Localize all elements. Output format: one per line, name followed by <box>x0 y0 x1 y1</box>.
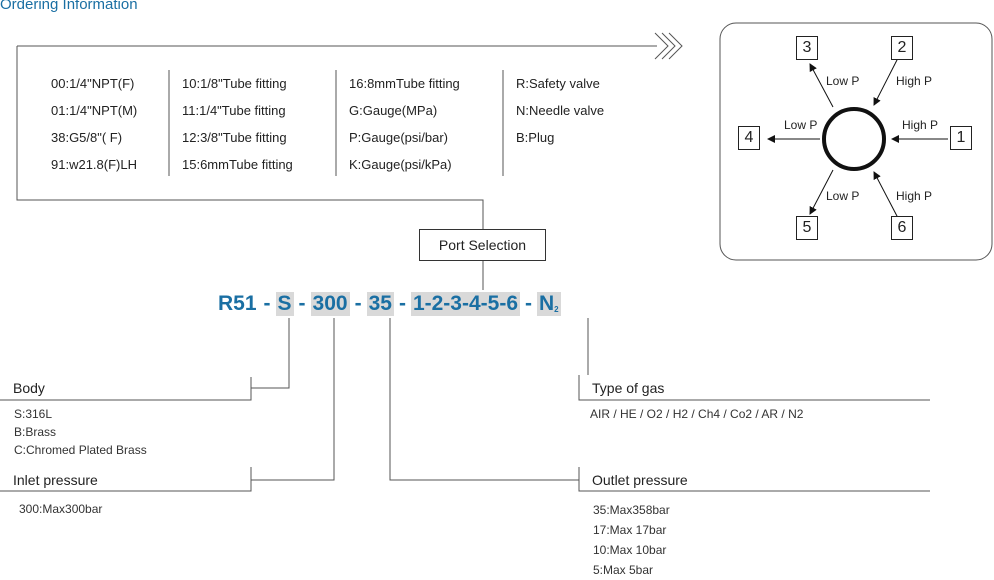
port-2-box: 2 <box>891 36 913 60</box>
code-ports: 1-2-3-4-5-6 <box>410 292 520 316</box>
type-of-gas-label: Type of gas <box>592 380 665 396</box>
port-4-box: 4 <box>738 126 760 150</box>
port-options-col2: 10:1/8"Tube fitting 11:1/4"Tube fitting … <box>182 70 293 178</box>
code-dash: - <box>263 292 271 315</box>
port-selection-box: Port Selection <box>419 229 546 261</box>
port-1-box: 1 <box>950 126 972 150</box>
port-6-label: High P <box>896 189 933 203</box>
port-option: 12:3/8"Tube fitting <box>182 130 287 145</box>
port-5-label: Low P <box>826 189 860 203</box>
gas-option: AIR / HE / O2 / H2 / Ch4 / Co2 / AR / N2 <box>590 407 804 421</box>
port-option: 15:6mmTube fitting <box>182 157 293 172</box>
port-6-box: 6 <box>891 216 913 240</box>
port-4-label: Low P <box>784 118 818 132</box>
port-option: 00:1/4"NPT(F) <box>51 76 135 91</box>
port-option: 01:1/4"NPT(M) <box>51 103 138 118</box>
body-option: C:Chromed Plated Brass <box>14 443 147 457</box>
body-options: S:316L B:Brass C:Chromed Plated Brass <box>14 405 147 459</box>
port-3-label: Low P <box>826 74 860 88</box>
port-1-label: High P <box>902 118 939 132</box>
code-gas: N2 <box>537 292 561 316</box>
code-dash: - <box>398 292 406 315</box>
code-outlet: 35 <box>366 292 394 316</box>
port-5-box: 5 <box>796 216 818 240</box>
port-option: 11:1/4"Tube fitting <box>182 103 286 118</box>
port-option: 91:w21.8(F)LH <box>51 157 137 172</box>
outlet-option: 35:Max358bar <box>593 503 670 517</box>
port-option: N:Needle valve <box>516 103 605 118</box>
code-body: S <box>275 292 294 316</box>
code-gas-letter: N <box>539 292 555 315</box>
port-3-box: 3 <box>796 36 818 60</box>
port-option: 10:1/8"Tube fitting <box>182 76 287 91</box>
port-option: K:Gauge(psi/kPa) <box>349 157 452 172</box>
model-code: R51 - S - 300 - 35 - 1-2-3-4-5-6 - N2 <box>216 291 561 317</box>
code-dash: - <box>298 292 306 315</box>
inlet-pressure-options: 300:Max300bar <box>19 500 102 518</box>
port-option: G:Gauge(MPa) <box>349 103 438 118</box>
port-option: 16:8mmTube fitting <box>349 76 460 91</box>
code-dash: - <box>525 292 532 315</box>
body-label: Body <box>13 380 45 396</box>
inlet-option: 300:Max300bar <box>19 502 103 516</box>
port-option: 38:G5/8"( F) <box>51 130 123 145</box>
port-options-col3: 16:8mmTube fitting G:Gauge(MPa) P:Gauge(… <box>349 70 460 178</box>
code-base: R51 <box>218 292 257 315</box>
outlet-option: 5:Max 5bar <box>593 563 654 577</box>
outlet-option: 10:Max 10bar <box>593 543 667 557</box>
port-option: R:Safety valve <box>516 76 600 91</box>
outlet-option: 17:Max 17bar <box>593 523 667 537</box>
code-gas-subscript: 2 <box>554 305 559 314</box>
port-option: B:Plug <box>516 130 555 145</box>
outlet-pressure-label: Outlet pressure <box>592 472 688 488</box>
port-options-col1: 00:1/4"NPT(F) 01:1/4"NPT(M) 38:G5/8"( F)… <box>51 70 137 178</box>
port-2-label: High P <box>896 74 933 88</box>
outlet-pressure-options: 35:Max358bar 17:Max 17bar 10:Max 10bar 5… <box>593 500 670 580</box>
body-option: B:Brass <box>14 425 57 439</box>
inlet-pressure-label: Inlet pressure <box>13 472 98 488</box>
port-option: P:Gauge(psi/bar) <box>349 130 448 145</box>
type-of-gas-options: AIR / HE / O2 / H2 / Ch4 / Co2 / AR / N2 <box>590 405 803 423</box>
body-option: S:316L <box>14 407 53 421</box>
code-dash: - <box>354 292 362 315</box>
code-inlet: 300 <box>310 292 350 316</box>
port-options-col4: R:Safety valve N:Needle valve B:Plug <box>516 70 604 151</box>
page-title: Ordering Information <box>0 0 138 13</box>
